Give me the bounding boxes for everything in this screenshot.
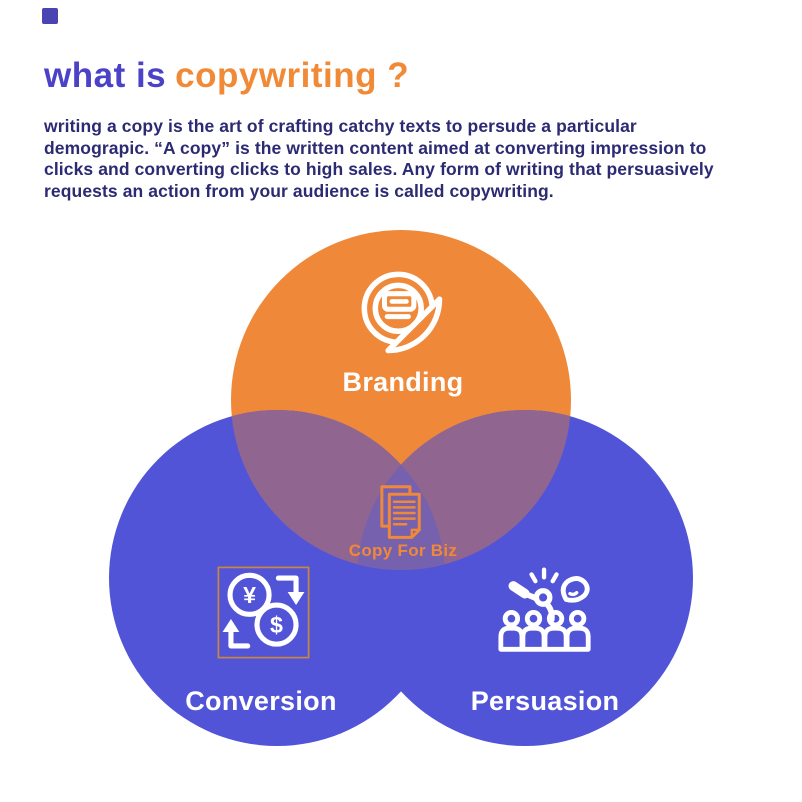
branding-persuasion-overlap	[357, 410, 571, 570]
overlap-regions	[231, 410, 571, 570]
spark-ray	[529, 572, 538, 584]
speech-bubble	[560, 576, 590, 603]
yen-coin	[227, 572, 272, 617]
person-head	[546, 609, 565, 628]
exchange-arrow-down	[275, 575, 299, 596]
currency-exchange-icon: ¥ $	[217, 566, 310, 659]
person-head	[524, 609, 543, 628]
person-head	[502, 609, 521, 628]
icon-frame	[217, 566, 310, 659]
audience-icon	[498, 567, 591, 652]
description-text: writing a copy is the art of crafting ca…	[44, 116, 714, 202]
dollar-coin	[254, 602, 299, 647]
speech-bubble-curl	[568, 591, 579, 597]
yen-glyph: ¥	[243, 582, 256, 608]
person-body	[520, 625, 547, 652]
arrowhead-down	[287, 592, 305, 606]
dollar-glyph: $	[270, 612, 283, 638]
documents-icon	[380, 485, 421, 539]
title-part-2: copywriting ?	[175, 56, 410, 95]
persuasion-label: Persuasion	[470, 686, 620, 716]
conversion-label: Conversion	[185, 686, 337, 716]
speaker-body	[544, 601, 555, 623]
corner-accent-square	[42, 8, 58, 24]
branding-conversion-overlap	[231, 410, 445, 570]
person-head	[569, 609, 587, 628]
arrowhead-up	[222, 619, 240, 633]
person-body	[542, 625, 569, 652]
sticker-inner-circle	[372, 282, 424, 334]
sticker-brand-icon	[361, 271, 443, 354]
exchange-arrow-up	[228, 628, 251, 649]
person-body	[564, 625, 591, 652]
branding-label: Branding	[342, 367, 464, 397]
speaker-head	[533, 588, 553, 607]
doc-front-page	[387, 492, 421, 539]
spark-ray	[550, 572, 559, 584]
person-body	[498, 625, 525, 652]
sticker-peel-fold	[385, 296, 443, 354]
doc-fold-corner	[410, 528, 421, 539]
title-part-1: what is	[44, 56, 167, 95]
center-label: Copy For Biz	[348, 541, 458, 560]
